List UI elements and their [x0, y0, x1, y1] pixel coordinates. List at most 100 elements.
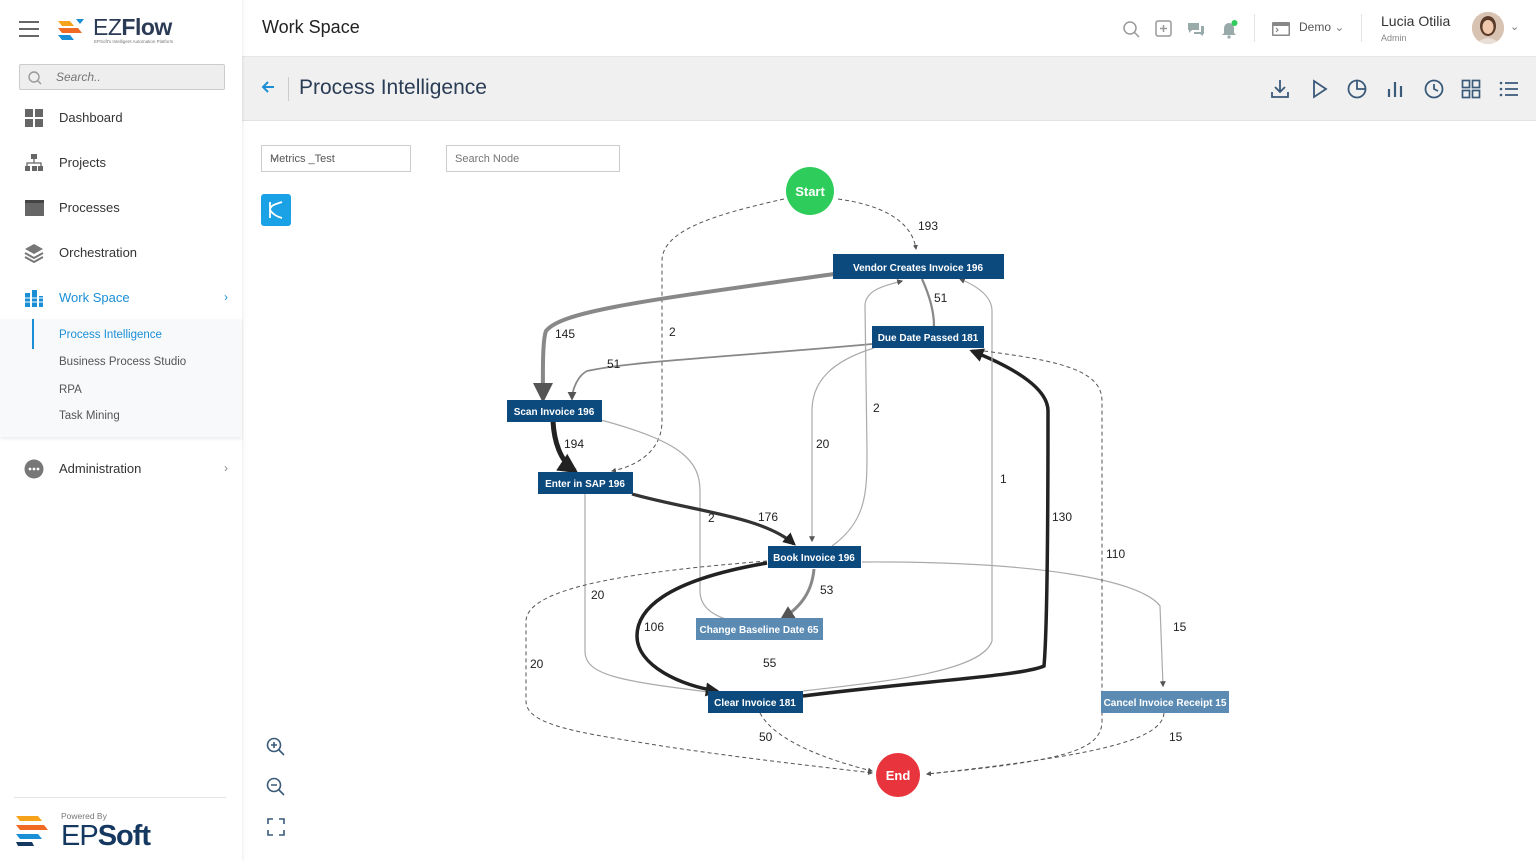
node-label: Clear Invoice 181 [714, 698, 796, 709]
edge-book-baseline [782, 569, 814, 619]
sidebar-item-processes[interactable]: Processes [0, 188, 242, 228]
zoom-in-icon[interactable] [264, 735, 288, 759]
sidebar-item-work-space[interactable]: Work Space › [0, 278, 242, 318]
play-icon[interactable] [1307, 77, 1331, 101]
edge-label: 2 [873, 401, 880, 415]
fullscreen-icon[interactable] [264, 815, 288, 839]
sidebar-item-label: Projects [59, 155, 106, 170]
epsoft-logo-icon [14, 812, 52, 848]
node-label: Due Date Passed 181 [878, 333, 979, 344]
download-icon[interactable] [1268, 77, 1292, 101]
active-indicator [32, 319, 34, 349]
add-box-icon[interactable] [1153, 18, 1175, 40]
node-label: Scan Invoice 196 [514, 407, 595, 418]
edge-label: 50 [759, 730, 773, 744]
edge-label: 20 [591, 588, 605, 602]
node-label: Change Baseline Date 65 [700, 625, 819, 636]
list-view-icon[interactable] [1497, 77, 1521, 101]
edge-book-vendor [832, 281, 902, 546]
dashboard-icon [24, 108, 44, 128]
node-cancel-invoice-receipt[interactable]: Cancel Invoice Receipt 15 [1101, 691, 1229, 713]
edge-label: 53 [820, 583, 834, 597]
node-label: Vendor Creates Invoice 196 [853, 263, 984, 274]
brand-tagline: EPSoft's Intelligent Automation Platform [94, 39, 173, 44]
node-change-baseline-date[interactable]: Change Baseline Date 65 [696, 618, 823, 640]
edge-label: 55 [763, 656, 777, 670]
chevron-down-icon: ⌄ [1334, 20, 1344, 34]
top-bar-title: Work Space [262, 17, 360, 38]
notification-bell-icon[interactable] [1218, 18, 1240, 40]
submenu-item-process-intelligence[interactable]: Process Intelligence [59, 329, 162, 341]
back-arrow-icon[interactable] [260, 79, 276, 95]
sidebar-item-dashboard[interactable]: Dashboard [0, 98, 242, 138]
node-label: Book Invoice 196 [773, 553, 855, 564]
node-label: Cancel Invoice Receipt 15 [1104, 698, 1227, 709]
logo-row: EZFlow EPSoft's Intelligent Automation P… [0, 0, 242, 58]
edge-label: 20 [816, 437, 830, 451]
edge-label: 110 [1106, 547, 1125, 561]
workspace-terminal-icon [1270, 18, 1292, 40]
chat-icon[interactable] [1185, 18, 1207, 40]
divider [1254, 14, 1255, 42]
avatar[interactable] [1472, 12, 1504, 44]
process-map-canvas[interactable]: Metrics _Test ⌄ [242, 121, 1536, 861]
edge-label: 193 [918, 219, 938, 233]
node-scan-invoice[interactable]: Scan Invoice 196 [507, 400, 602, 422]
user-avatar-icon [1472, 12, 1504, 44]
edge-label: 15 [1173, 620, 1187, 634]
pie-chart-icon[interactable] [1345, 77, 1369, 101]
edge-book-cancel [862, 562, 1163, 686]
top-bar: Work Space Demo ⌄ Lucia Otilia Admin ⌄ [242, 0, 1536, 57]
edge-cancel-end [927, 713, 1164, 774]
clock-icon[interactable] [1422, 77, 1446, 101]
node-enter-in-sap[interactable]: Enter in SAP 196 [538, 472, 633, 494]
end-node[interactable]: End [876, 753, 920, 797]
workspace-selector[interactable]: Demo ⌄ [1299, 20, 1344, 34]
search-icon[interactable] [1120, 18, 1142, 40]
sidebar-item-administration[interactable]: Administration › [0, 449, 242, 489]
node-label: Enter in SAP 196 [545, 479, 625, 490]
edge-label: 51 [934, 291, 948, 305]
edge-label: 106 [644, 620, 664, 634]
edge-due-scan [572, 344, 872, 399]
sidebar-search-input[interactable] [56, 68, 216, 86]
edge-start-sap [612, 199, 784, 471]
hierarchy-icon [24, 153, 44, 173]
sidebar-item-label: Administration [59, 461, 141, 476]
sidebar-item-label: Orchestration [59, 245, 137, 260]
page-title: Process Intelligence [299, 76, 487, 100]
sidebar-item-orchestration[interactable]: Orchestration [0, 233, 242, 273]
zoom-out-icon[interactable] [264, 775, 288, 799]
bar-chart-icon[interactable] [1383, 77, 1407, 101]
edge-label: 20 [530, 657, 544, 671]
node-vendor-creates-invoice[interactable]: Vendor Creates Invoice 196 [833, 254, 1004, 279]
submenu-item-task-mining[interactable]: Task Mining [59, 410, 120, 422]
powered-brand: EPSoft [61, 820, 150, 853]
submenu-item-rpa[interactable]: RPA [59, 384, 82, 396]
sidebar-item-label: Processes [59, 200, 120, 215]
node-clear-invoice[interactable]: Clear Invoice 181 [708, 691, 803, 713]
brand-name: EZFlow [93, 14, 172, 41]
edge-label: 194 [564, 437, 584, 451]
sidebar-item-projects[interactable]: Projects [0, 143, 242, 183]
node-book-invoice[interactable]: Book Invoice 196 [768, 546, 861, 568]
end-node-label: End [886, 768, 911, 783]
grid-view-icon[interactable] [1459, 77, 1483, 101]
workspace-name: Demo [1299, 20, 1331, 34]
sidebar-item-label: Work Space [59, 290, 130, 305]
edge-label: 2 [669, 325, 676, 339]
hamburger-menu-icon[interactable] [19, 21, 39, 37]
edge-vendor-due [922, 279, 934, 326]
powered-by-footer: Powered By EPSoft [14, 797, 226, 857]
edge-label: 130 [1052, 510, 1072, 524]
edge-label: 15 [1169, 730, 1183, 744]
edge-start-vendor [838, 199, 916, 249]
submenu-item-business-process-studio[interactable]: Business Process Studio [59, 356, 186, 368]
chevron-down-icon[interactable]: ⌄ [1510, 20, 1519, 33]
sidebar: EZFlow EPSoft's Intelligent Automation P… [0, 0, 242, 861]
edge-label: 1 [1000, 472, 1007, 486]
page-header: Process Intelligence [242, 57, 1536, 121]
node-due-date-passed[interactable]: Due Date Passed 181 [872, 326, 984, 348]
start-node[interactable]: Start [786, 167, 834, 215]
sidebar-search[interactable] [19, 64, 225, 90]
